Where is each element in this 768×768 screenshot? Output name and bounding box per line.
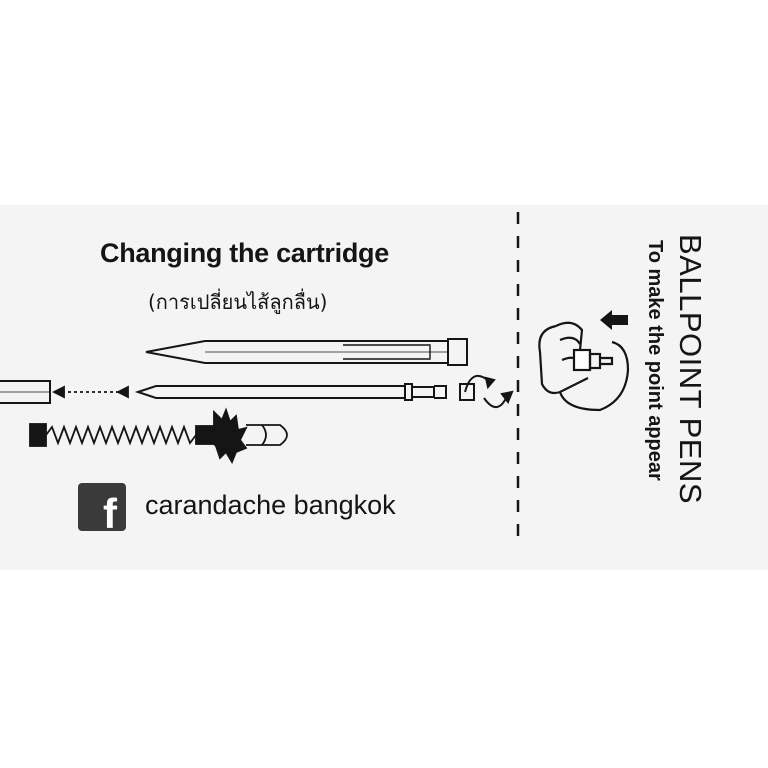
pen-body-drawing <box>145 338 468 366</box>
facebook-letter: f <box>103 490 117 537</box>
page-title: Changing the cartridge <box>100 238 389 268</box>
pen-barrel-drawing <box>0 380 51 404</box>
spring-drawing <box>29 407 288 465</box>
hand-press-drawing <box>538 321 630 412</box>
cartridge-drawing <box>134 383 447 401</box>
push-button-part <box>459 374 514 408</box>
insert-arrow <box>51 385 129 399</box>
side-subheading: To make the point appear <box>644 240 666 481</box>
press-arrow <box>600 310 628 330</box>
thai-subtitle: (การเปลี่ยนไส้ลูกลื่น) <box>148 290 328 314</box>
facebook-handle: carandache bangkok <box>145 490 396 520</box>
facebook-icon: f <box>78 483 126 535</box>
side-heading: BALLPOINT PENS <box>673 234 708 505</box>
